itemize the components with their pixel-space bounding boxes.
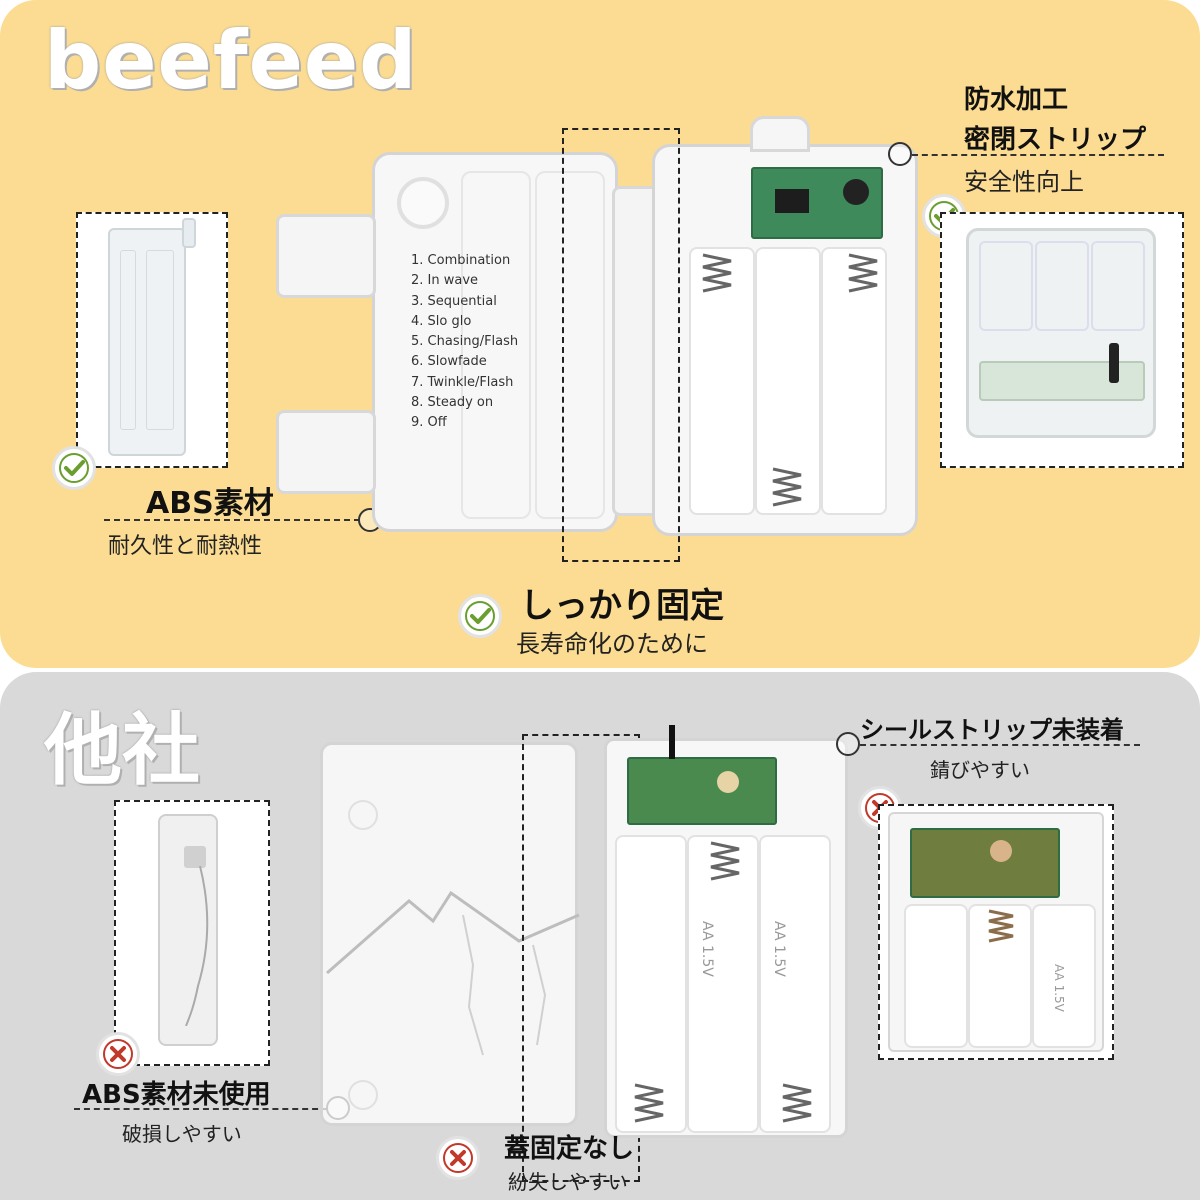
brand-logo: beefeed [44,14,418,107]
spring-icon [710,841,740,881]
battery-slot [755,247,821,515]
spring-icon [782,1083,812,1123]
spring-icon [988,909,1014,943]
mode-item: 6. Slowfade [411,354,487,370]
no-seal-case: AA 1.5V [888,812,1104,1052]
tube-case [158,814,218,1046]
check-icon [52,446,96,490]
spring-icon [848,253,878,293]
pointer-ring [836,732,860,756]
circuit-board [751,167,883,239]
no-seal-subtitle: 錆びやすい [930,758,1030,782]
leader-line [74,1108,328,1110]
battery-slot [689,247,755,515]
battery-slot [821,247,887,515]
mode-item: 3. Sequential [411,293,497,309]
spring-icon [702,253,732,293]
battery-slot [904,904,968,1048]
leader-line [912,154,1164,156]
mode-item: 2. In wave [411,273,479,289]
no-lid-lock-subtitle: 紛失しやすい [508,1170,628,1194]
mode-item: 5. Chasing/Flash [411,334,519,350]
battery-label: AA 1.5V [1052,964,1066,1012]
battery-slot [1032,904,1096,1048]
mode-item: 8. Steady on [411,395,494,411]
competitor-title: 他社 [44,706,201,796]
spring-icon [634,1083,664,1123]
lid-clip [276,410,376,494]
sealed-case [966,228,1156,438]
spring-icon [772,467,802,507]
cracked-lid [320,742,580,1126]
tube-frame [114,800,270,1066]
side-view-case [108,228,186,456]
mode-item: 9. Off [411,415,447,431]
mode-item: 1. Combination [411,253,511,268]
pointer-ring [888,142,912,166]
no-abs-subtitle: 破損しやすい [122,1122,242,1146]
no-abs-title: ABS素材未使用 [82,1080,271,1110]
lid-clip [276,214,376,298]
sealed-case-frame [940,212,1184,468]
mode-item: 7. Twinkle/Flash [411,374,514,390]
competitor-battery-box: AA 1.5V AA 1.5V [604,725,848,1138]
leader-line [104,519,360,521]
cross-icon [96,1032,140,1076]
cross-icon [436,1136,480,1180]
battery-compartment [652,144,918,536]
battery-label: AA 1.5V [699,921,715,977]
crack-lines [326,800,580,1110]
side-view-frame [76,212,228,468]
battery-slot [759,835,831,1133]
battery-slot [687,835,759,1133]
abs-subtitle: 耐久性と耐熱性 [108,534,263,559]
abs-title: ABS素材 [146,486,274,521]
hinge-highlight [562,128,680,562]
circuit-board [627,757,777,825]
no-lid-lock-title: 蓋固定なし [504,1134,635,1164]
fixed-subtitle: 長寿命化のために [516,630,708,658]
battery-slot [615,835,687,1133]
waterproof-label: 防水加工 密閉ストリップ [964,85,1147,155]
case-tab [750,116,810,152]
fixed-title: しっかり固定 [520,586,724,626]
case-lid: 1. Combination 2. In wave 3. Sequential … [372,152,618,532]
battery-label: AA 1.5V [771,921,787,977]
mode-list: 1. Combination 2. In wave 3. Sequential … [411,251,518,434]
check-icon [458,594,502,638]
mode-item: 4. Slo glo [411,313,472,329]
waterproof-subtitle: 安全性向上 [964,168,1084,196]
circuit-board [910,828,1060,898]
no-seal-title: シールストリップ未装着 [860,716,1124,744]
no-seal-frame: AA 1.5V [878,804,1114,1060]
leader-line [860,744,1140,746]
